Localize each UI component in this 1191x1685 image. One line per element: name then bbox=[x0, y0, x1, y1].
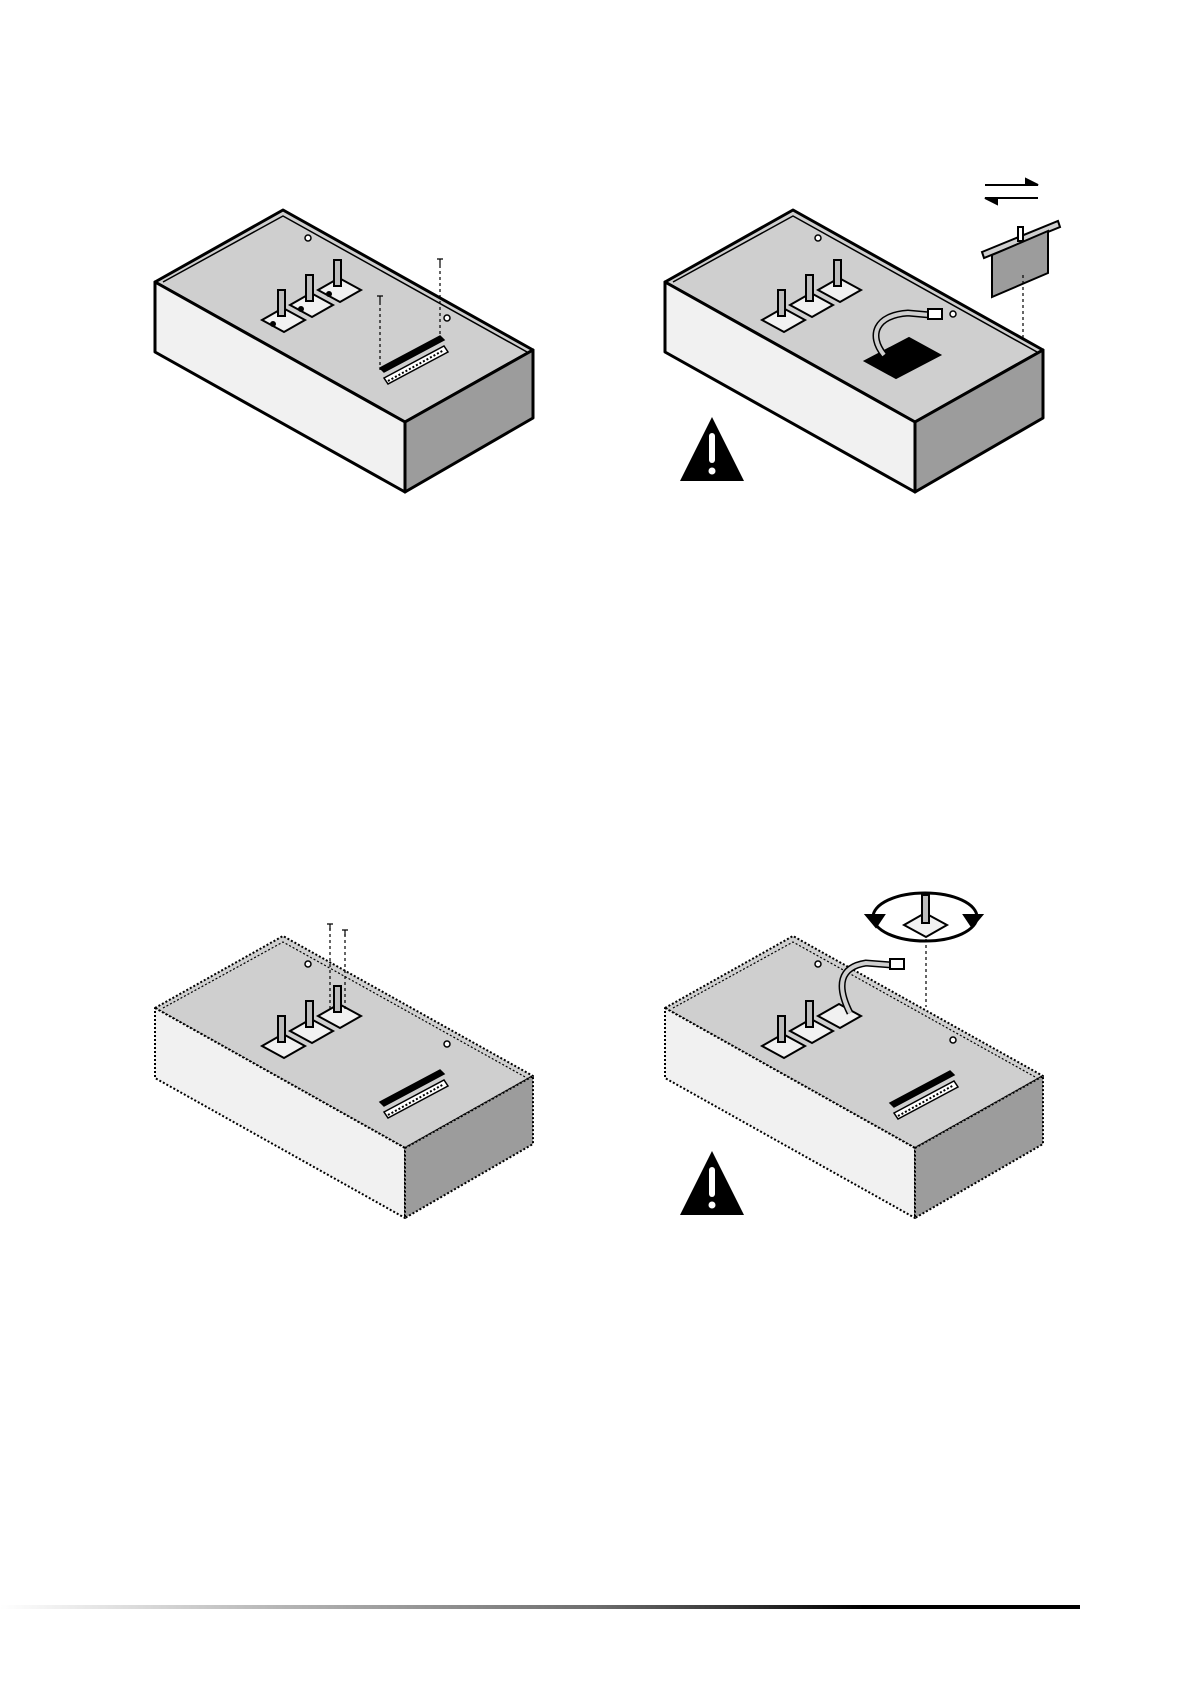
arrow-left-head bbox=[985, 198, 997, 204]
figure-step-2 bbox=[640, 165, 1080, 505]
figure-step-1 bbox=[130, 190, 550, 500]
jack-part-post bbox=[922, 895, 929, 923]
jack-post bbox=[778, 290, 785, 316]
jack-post bbox=[306, 1001, 313, 1027]
jack-hole bbox=[327, 292, 331, 296]
jack-post bbox=[806, 275, 813, 301]
screw-icon bbox=[437, 259, 443, 265]
warning-dot bbox=[709, 468, 716, 475]
screw-hole bbox=[950, 1037, 956, 1043]
cable-plug bbox=[890, 959, 904, 969]
expansion-card bbox=[982, 221, 1060, 297]
jack-post bbox=[278, 290, 285, 316]
cable-plug bbox=[928, 309, 942, 319]
screw-hole bbox=[444, 315, 450, 321]
screw-hole bbox=[444, 1041, 450, 1047]
figure-step-3 bbox=[130, 920, 550, 1230]
swap-arrows bbox=[985, 179, 1038, 204]
card-handle bbox=[1018, 227, 1023, 241]
arrow-right-head bbox=[1026, 179, 1038, 185]
screw-hole bbox=[815, 961, 821, 967]
jack-post bbox=[334, 260, 341, 286]
warning-icon bbox=[680, 1151, 744, 1215]
screw-icon bbox=[327, 924, 333, 930]
jack-part bbox=[904, 895, 947, 937]
device-box bbox=[155, 936, 533, 1218]
screw-hole bbox=[950, 311, 956, 317]
warning-exclamation bbox=[709, 1167, 715, 1197]
device-box bbox=[155, 210, 533, 492]
jack-hole bbox=[271, 322, 275, 326]
warning-exclamation bbox=[709, 433, 715, 463]
jack-post bbox=[334, 986, 341, 1012]
screw-hole bbox=[305, 961, 311, 967]
jack-post bbox=[834, 260, 841, 286]
rotate-arrow-right bbox=[964, 915, 982, 927]
screw-hole bbox=[305, 235, 311, 241]
footer-rule bbox=[0, 1605, 1080, 1609]
jack-hole bbox=[299, 307, 303, 311]
warning-dot bbox=[709, 1202, 716, 1209]
jack-post bbox=[278, 1016, 285, 1042]
figure-step-4 bbox=[640, 885, 1080, 1225]
rotate-arrow-left bbox=[866, 915, 884, 927]
jack-post bbox=[806, 1001, 813, 1027]
jack-post bbox=[306, 275, 313, 301]
screw-hole bbox=[815, 235, 821, 241]
screw-icon bbox=[342, 930, 348, 936]
warning-icon bbox=[680, 417, 744, 481]
jack-post bbox=[778, 1016, 785, 1042]
